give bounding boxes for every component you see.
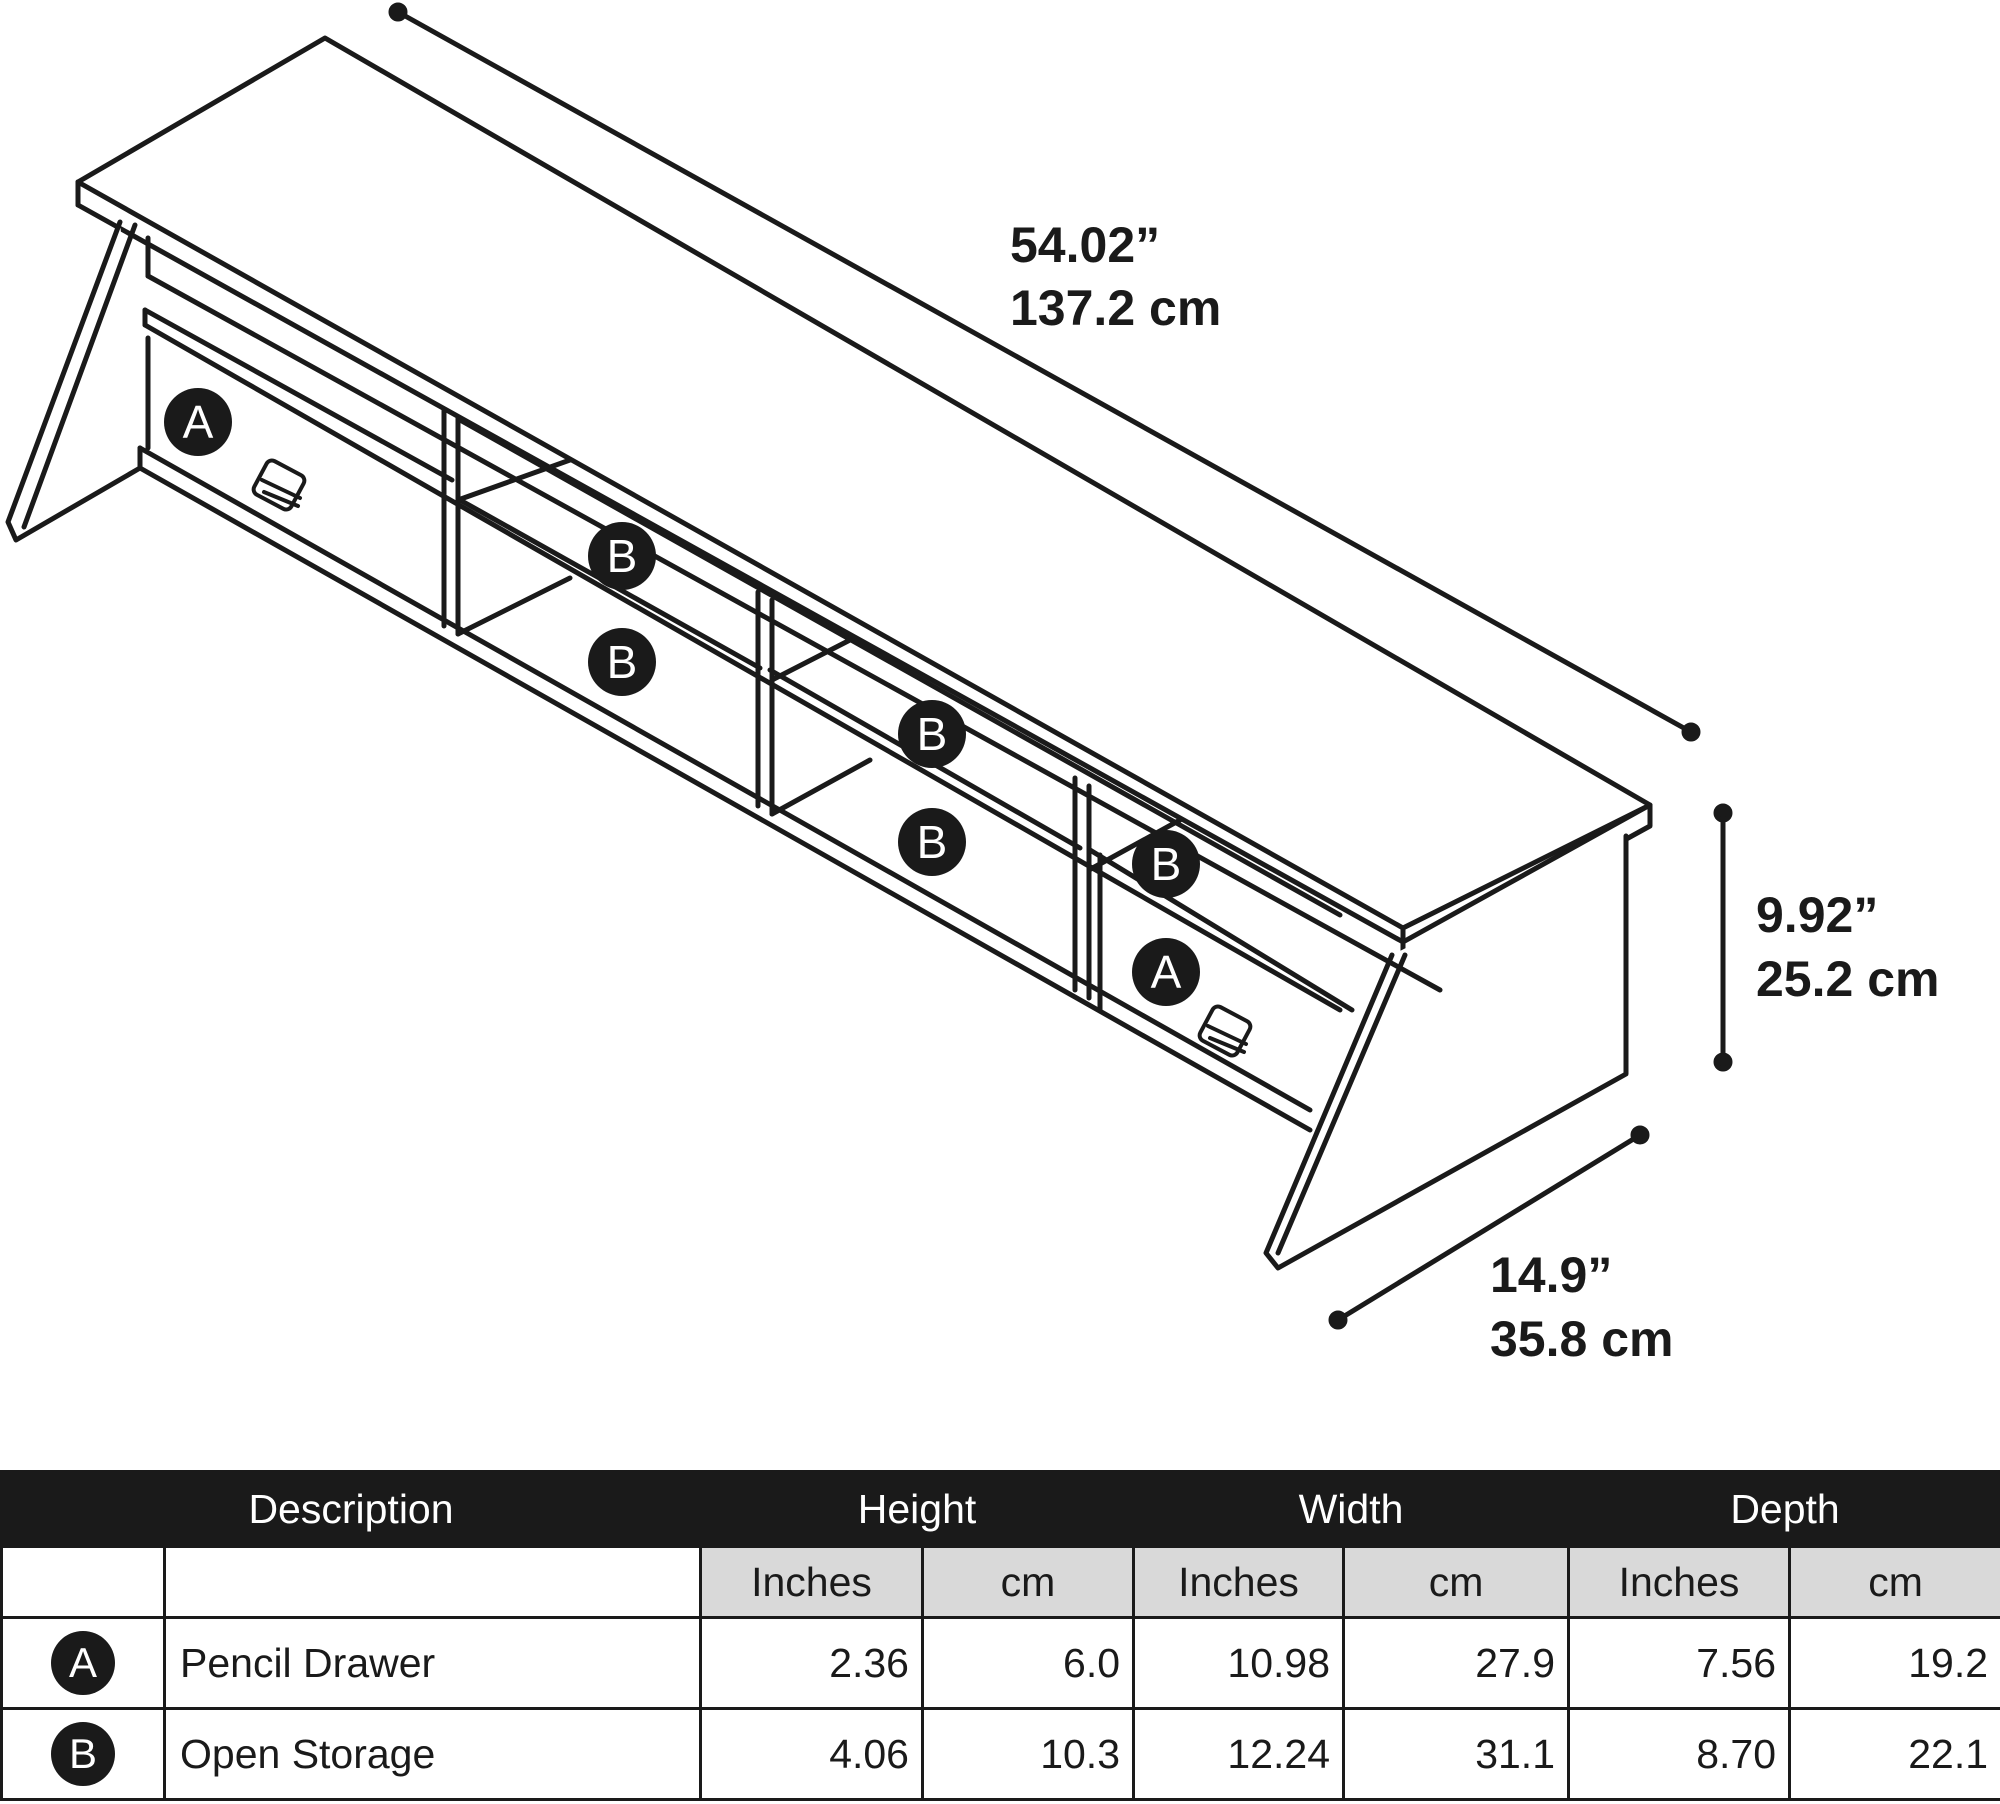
width-inches-label: 54.02” xyxy=(1010,217,1160,273)
right-side-panel xyxy=(1263,833,1629,1271)
callout-b-3: B xyxy=(898,700,966,768)
row-height-inches: 2.36 xyxy=(699,1616,924,1710)
callout-b-1-letter: B xyxy=(607,530,638,582)
callout-b-4-letter: B xyxy=(917,816,948,868)
unit-depth-inches: Inches xyxy=(1567,1545,1792,1619)
callout-b-2-letter: B xyxy=(607,636,638,688)
header-depth: Depth xyxy=(1567,1470,2000,1548)
units-blank-description xyxy=(163,1545,702,1619)
row-description: Open Storage xyxy=(163,1707,702,1801)
callout-a-right-letter: A xyxy=(1151,946,1182,998)
row-width-inches: 10.98 xyxy=(1132,1616,1346,1710)
callout-b-5: B xyxy=(1132,830,1200,898)
width-dimension-line xyxy=(396,9,1693,735)
header-width: Width xyxy=(1132,1470,1571,1548)
callout-b-5-letter: B xyxy=(1151,838,1182,890)
row-height-cm: 10.3 xyxy=(920,1707,1136,1801)
depth-endpoint-end xyxy=(1328,1310,1348,1330)
height-endpoint-bottom xyxy=(1713,1052,1733,1072)
row-key-badge: B xyxy=(51,1722,115,1786)
depth-dimension-line xyxy=(1336,1132,1642,1323)
width-cm-label: 137.2 cm xyxy=(1010,280,1221,336)
header-height: Height xyxy=(698,1470,1136,1548)
height-inches-label: 9.92” xyxy=(1756,887,1878,943)
callout-b-2: B xyxy=(588,628,656,696)
table-units-row: Inches cm Inches cm Inches cm xyxy=(0,1545,2000,1619)
row-depth-inches: 8.70 xyxy=(1567,1707,1792,1801)
callout-a-right: A xyxy=(1132,938,1200,1006)
depth-inches-label: 14.9” xyxy=(1490,1247,1612,1303)
row-width-cm: 31.1 xyxy=(1342,1707,1571,1801)
hutch-diagram: 54.02” 137.2 cm 9.92” 25.2 cm 14.9” 35.8… xyxy=(5,2,1939,1367)
unit-depth-cm: cm xyxy=(1788,1545,2000,1619)
row-key-cell: B xyxy=(0,1707,166,1801)
header-description: Description xyxy=(0,1470,702,1548)
dimension-table: Description Height Width Depth Inches cm… xyxy=(0,1470,2000,1801)
width-endpoint-start xyxy=(388,2,408,22)
unit-width-cm: cm xyxy=(1342,1545,1571,1619)
table-header-row: Description Height Width Depth xyxy=(0,1470,2000,1548)
callout-b-1: B xyxy=(588,522,656,590)
row-key-badge: A xyxy=(51,1631,115,1695)
unit-height-cm: cm xyxy=(920,1545,1136,1619)
row-depth-cm: 22.1 xyxy=(1788,1707,2000,1801)
row-width-cm: 27.9 xyxy=(1342,1616,1571,1710)
units-blank-key xyxy=(0,1545,166,1619)
row-key-cell: A xyxy=(0,1616,166,1710)
callout-b-4: B xyxy=(898,808,966,876)
row-height-cm: 6.0 xyxy=(920,1616,1136,1710)
unit-width-inches: Inches xyxy=(1132,1545,1346,1619)
row-height-inches: 4.06 xyxy=(699,1707,924,1801)
row-depth-inches: 7.56 xyxy=(1567,1616,1792,1710)
table-row: A Pencil Drawer 2.36 6.0 10.98 27.9 7.56… xyxy=(0,1616,2000,1710)
row-width-inches: 12.24 xyxy=(1132,1707,1346,1801)
depth-cm-label: 35.8 cm xyxy=(1490,1311,1673,1367)
unit-height-inches: Inches xyxy=(699,1545,924,1619)
drawer-handle-left xyxy=(251,458,307,512)
drawer-handle-right xyxy=(1197,1004,1253,1058)
depth-endpoint-start xyxy=(1630,1125,1650,1145)
table-row: B Open Storage 4.06 10.3 12.24 31.1 8.70… xyxy=(0,1707,2000,1801)
row-description: Pencil Drawer xyxy=(163,1616,702,1710)
height-endpoint-top xyxy=(1713,803,1733,823)
top-panel xyxy=(75,35,1653,965)
width-endpoint-end xyxy=(1681,722,1701,742)
callout-b-3-letter: B xyxy=(917,708,948,760)
callout-a-left: A xyxy=(164,388,232,456)
height-cm-label: 25.2 cm xyxy=(1756,951,1939,1007)
row-depth-cm: 19.2 xyxy=(1788,1616,2000,1710)
callout-a-left-letter: A xyxy=(183,396,214,448)
left-side-panel xyxy=(5,219,143,543)
